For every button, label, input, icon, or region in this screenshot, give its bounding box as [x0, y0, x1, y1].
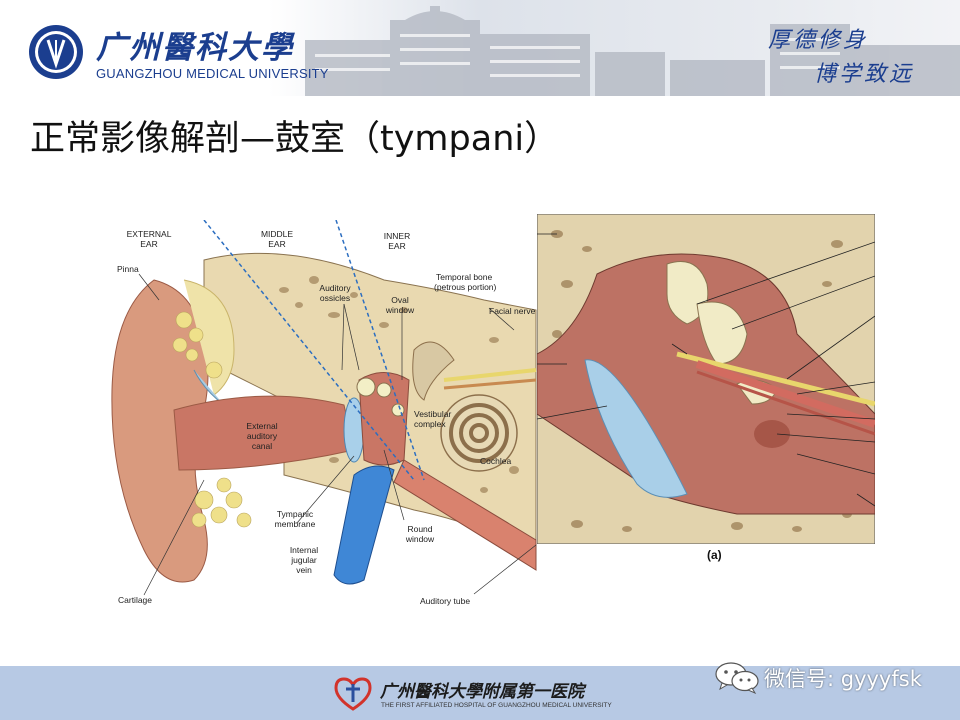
label-cartilage: Cartilage	[118, 595, 152, 605]
wechat-id-watermark: 微信号: gyyyfsk	[764, 667, 922, 691]
label-auditory-tube: Auditory tube	[420, 596, 470, 606]
university-logo-icon	[29, 25, 83, 79]
cochlea-shape	[440, 394, 518, 472]
hospital-name-en: THE FIRST AFFILIATED HOSPITAL OF GUANGZH…	[381, 702, 612, 709]
tympanic-membrane-shape	[584, 359, 688, 498]
figure-label: (a)	[707, 548, 722, 562]
hospital-name-cn: 广州醫科大學附属第一医院	[380, 682, 584, 702]
motto-line-2: 博学致远	[813, 62, 914, 87]
slide-footer	[0, 666, 960, 720]
wechat-icon	[715, 662, 759, 694]
label-temporal-bone: Temporal bone(petrous portion)	[434, 272, 497, 292]
ossicles-shape	[666, 261, 778, 405]
middle-ear-detail-diagram	[537, 214, 875, 544]
label-cochlea: Cochlea	[480, 456, 511, 466]
university-name-en: GUANGZHOU MEDICAL UNIVERSITY	[96, 66, 329, 81]
university-name-cn: 广州醫科大學	[96, 30, 294, 66]
label-pinna: Pinna	[117, 264, 139, 274]
label-facial-nerve: Facial nerve	[489, 306, 536, 316]
auditory-tube-shape	[393, 459, 537, 571]
jugular-vein-shape	[333, 465, 395, 585]
slide-title: 正常影像解剖—鼓室（tympani）	[30, 119, 560, 159]
slide-header: 广州醫科大學 GUANGZHOU MEDICAL UNIVERSITY 厚德修身…	[0, 0, 960, 96]
campus-buildings-banner	[0, 0, 960, 96]
motto-line-1: 厚德修身	[767, 28, 868, 53]
hospital-logo-icon	[334, 677, 372, 711]
